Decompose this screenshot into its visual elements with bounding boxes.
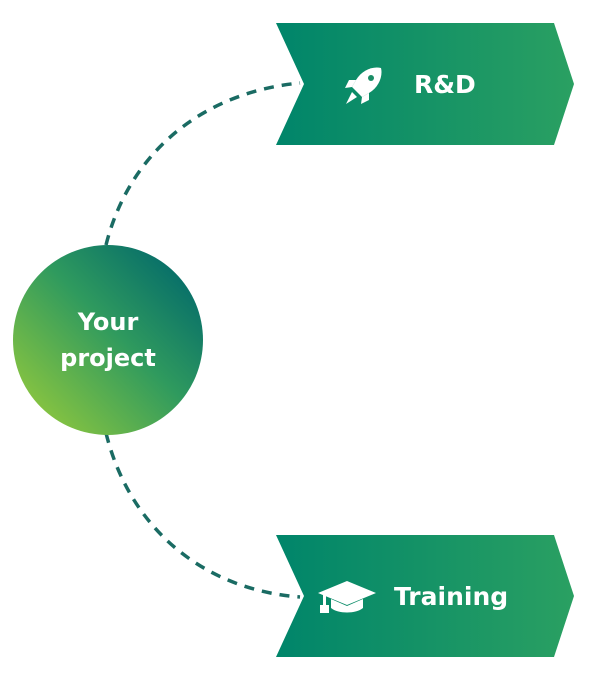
graduation-cap-icon bbox=[318, 581, 376, 613]
connector-bottom bbox=[104, 432, 301, 599]
branch-label-training: Training bbox=[394, 582, 508, 611]
branch-training[interactable]: Training bbox=[276, 535, 574, 657]
rocket-icon bbox=[345, 67, 382, 104]
hub-label-line2: project bbox=[60, 344, 156, 372]
banner-training bbox=[276, 535, 574, 657]
hub-node[interactable]: Your project bbox=[13, 245, 203, 435]
branch-rnd[interactable]: R&D bbox=[276, 23, 574, 145]
banner-rnd bbox=[276, 23, 574, 145]
hub-circle bbox=[13, 245, 203, 435]
connector-top bbox=[104, 81, 301, 246]
branch-label-rnd: R&D bbox=[414, 70, 476, 99]
hub-label-line1: Your bbox=[77, 308, 139, 336]
